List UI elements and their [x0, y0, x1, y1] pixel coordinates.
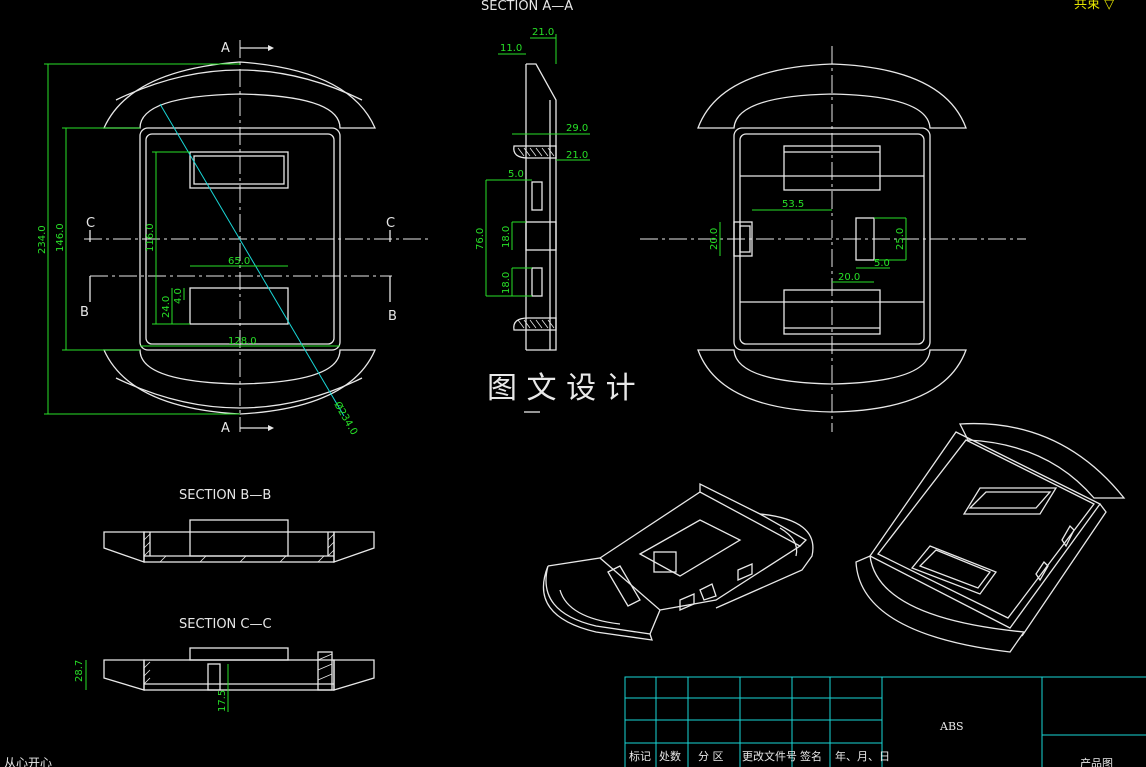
- section-aa-view: [485, 34, 590, 351]
- aa-dim-18b: 18.0: [501, 272, 512, 294]
- aa-dim-11: 11.0: [500, 43, 522, 54]
- tb-header-5: 年、月、日: [835, 749, 890, 763]
- dim-146: 146.0: [55, 223, 66, 252]
- title-block: [624, 676, 1146, 767]
- section-b-label-right: B: [388, 309, 397, 324]
- top-right-text: 共束 ▽: [1074, 0, 1114, 12]
- dim-diameter: Ø234.0: [331, 400, 360, 438]
- watermark-text: 图 文 设 计: [487, 371, 636, 406]
- dim-234: 234.0: [37, 225, 48, 254]
- back-dim-20-left: 20.0: [709, 228, 720, 250]
- dim-116: 116.0: [145, 223, 156, 252]
- section-bb-title: SECTION B—B: [179, 488, 271, 503]
- product-label: 产品图: [1080, 756, 1113, 767]
- aa-dim-5: 5.0: [508, 169, 524, 180]
- dim-24: 24.0: [161, 296, 172, 318]
- dim-65: 65.0: [228, 256, 250, 267]
- material-label: ABS: [939, 720, 964, 733]
- tb-header-0: 标记: [629, 749, 651, 763]
- aa-dim-76: 76.0: [475, 228, 486, 250]
- dim-4: 4.0: [173, 288, 184, 304]
- tb-header-2: 分 区: [698, 750, 724, 763]
- back-dim-5: 5.0: [874, 258, 890, 269]
- section-aa-title: SECTION A—A: [481, 0, 573, 14]
- section-a-label-bottom: A: [221, 421, 230, 436]
- aa-dim-18a: 18.0: [501, 226, 512, 248]
- section-a-label-top: A: [221, 41, 230, 56]
- section-c-label-left: C: [86, 216, 95, 231]
- tb-header-1: 处数: [659, 750, 681, 763]
- back-dim-25: 25.0: [895, 228, 906, 250]
- cc-dim-28-7: 28.7: [74, 660, 85, 682]
- cc-dim-17-5: 17.5: [217, 690, 228, 712]
- tb-header-3: 更改文件号: [742, 749, 797, 763]
- back-dim-53-5: 53.5: [782, 199, 804, 210]
- bottom-left-text: 从心开心: [4, 756, 52, 767]
- aa-dim-29: 29.0: [566, 123, 588, 134]
- tb-header-4: 签名: [800, 749, 822, 763]
- aa-dim-21-mid: 21.0: [566, 150, 588, 161]
- aa-dim-21-top: 21.0: [532, 27, 554, 38]
- section-cc-view: [85, 647, 375, 712]
- isometric-view-open: [542, 482, 814, 641]
- section-cc-title: SECTION C—C: [179, 617, 272, 632]
- isometric-view-closed: [855, 422, 1126, 653]
- section-c-label-right: C: [386, 216, 395, 231]
- dim-128: 128.0: [228, 336, 257, 347]
- front-view: [44, 40, 428, 432]
- section-bb-view: [103, 519, 375, 563]
- section-b-label-left: B: [80, 305, 89, 320]
- back-view: [640, 46, 1026, 432]
- back-dim-20-bottom: 20.0: [838, 272, 860, 283]
